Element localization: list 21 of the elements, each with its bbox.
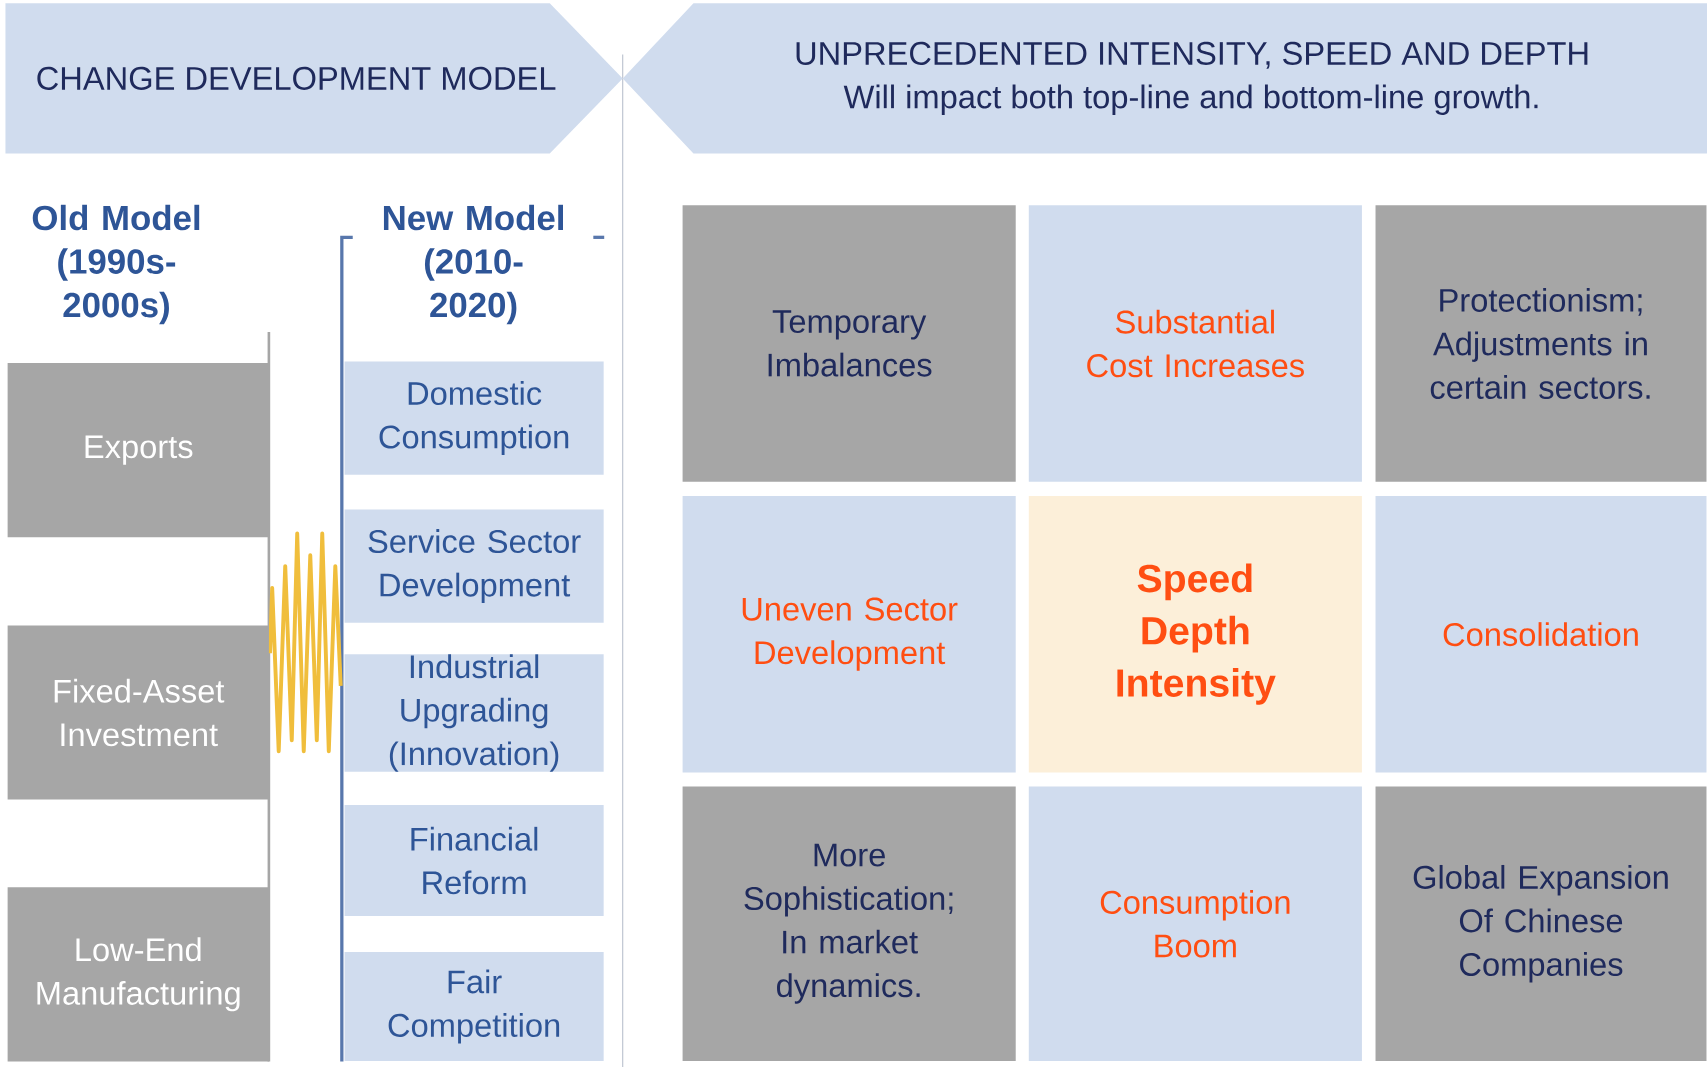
model-box: Industrial Upgrading (Innovation) [344,654,604,772]
column-heading: Old Model (1990s-2000s) [32,204,200,325]
impact-cell: Speed Depth Intensity [1028,495,1362,773]
chevron-banner: CHANGE DEVELOPMENT MODEL [5,3,623,154]
model-box: Low-End Manufacturing [7,887,269,1062]
impact-cell: More Sophistication; In market dynamics. [682,786,1016,1061]
impact-cell: Protectionism; Adjustments in certain sectors. [1375,205,1707,482]
impact-cell: Global Expansion Of Chinese Companies [1375,786,1707,1061]
impact-cell: Substantial Cost Increases [1028,205,1362,482]
model-box: Exports [7,363,269,538]
impact-cell: Consolidation [1375,495,1707,773]
model-box: Fair Competition [344,952,604,1061]
model-box: Service Sector Development [344,509,604,623]
chevron-banner: UNPRECEDENTED INTENSITY, SPEED AND DEPTH Will impact both top-line and bottom-line growth. [622,3,1707,154]
impact-cell: Temporary Imbalances [682,205,1016,482]
impact-cell: Consumption Boom [1028,786,1362,1061]
model-box: Fixed-Asset Investment [7,625,269,800]
impact-cell: Uneven Sector Development [682,495,1016,773]
column-heading: New Model (2010-2020) [383,204,563,325]
model-box: Domestic Consumption [344,361,604,475]
model-box: Financial Reform [344,805,604,917]
